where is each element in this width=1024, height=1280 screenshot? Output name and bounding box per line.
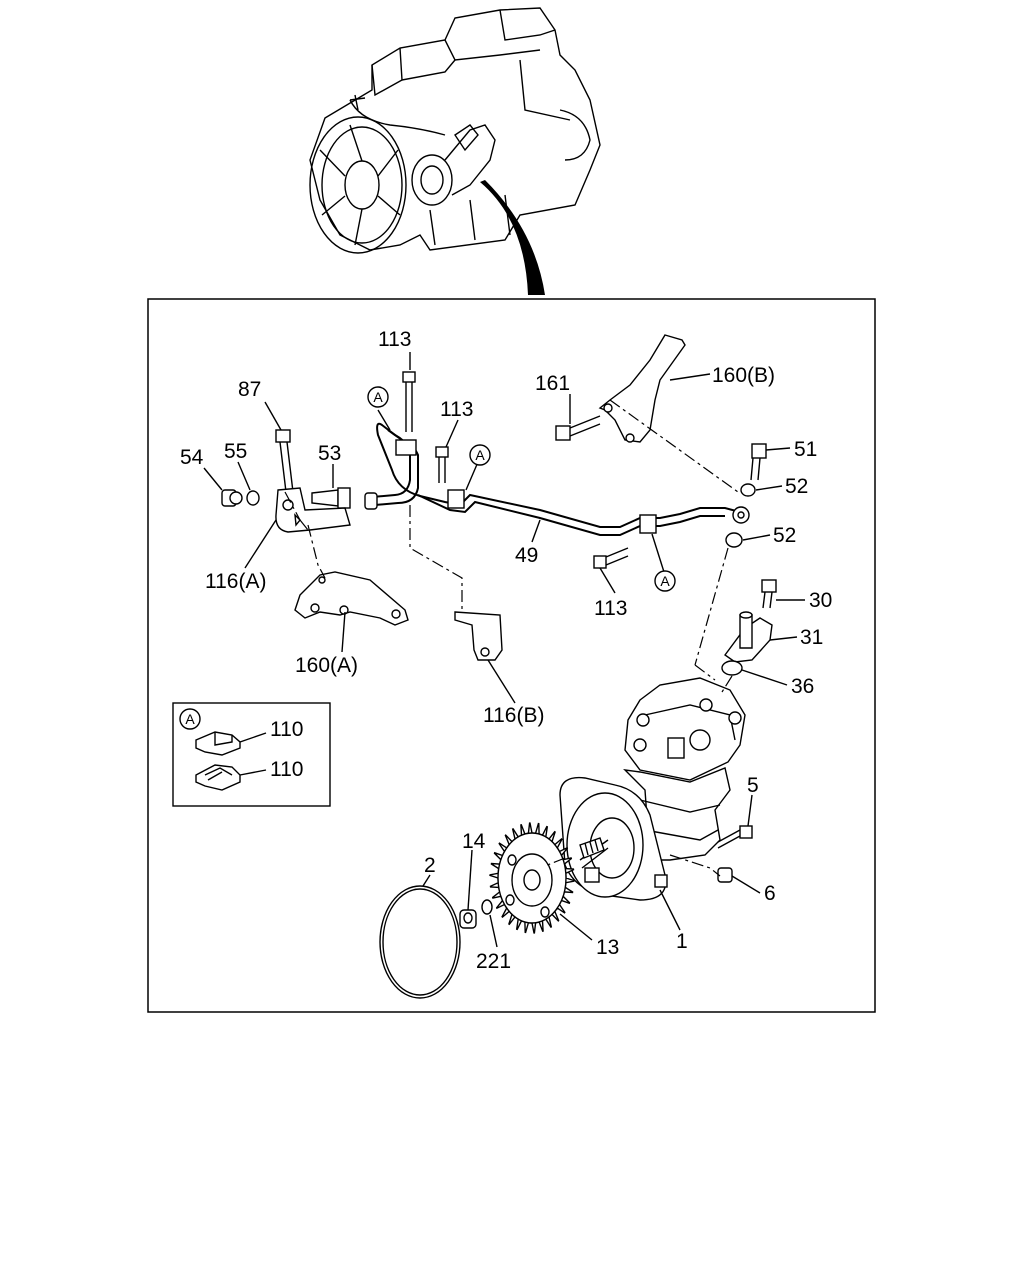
bracket-116a — [275, 487, 351, 533]
bolt-113-mid — [435, 446, 449, 483]
nut-6 — [717, 867, 733, 883]
callout-1: 1 — [676, 930, 688, 953]
nut-54 — [221, 489, 243, 507]
stud-53 — [311, 487, 351, 509]
callout-110: 110 — [270, 758, 303, 781]
callout-30: 30 — [809, 589, 832, 612]
engine-overview-illustration — [309, 7, 601, 295]
washer-55 — [246, 490, 260, 506]
callout-116a: 116(A) — [205, 570, 266, 593]
reference-mark-a: A — [179, 708, 201, 730]
dash-line — [694, 547, 729, 666]
reference-mark-a: A — [654, 570, 676, 592]
callout-13: 13 — [596, 936, 619, 959]
callout-6: 6 — [764, 882, 776, 905]
callout-36: 36 — [791, 675, 814, 698]
callout-51: 51 — [794, 438, 817, 461]
callout-52: 52 — [785, 475, 808, 498]
bolt-5 — [717, 825, 753, 849]
detail-box-a — [172, 702, 331, 807]
svg-text:A: A — [373, 389, 383, 405]
reference-mark-a: A — [469, 444, 491, 466]
dash-line — [299, 519, 309, 531]
washer-221 — [481, 899, 493, 915]
callout-5: 5 — [747, 774, 759, 797]
callout-110: 110 — [270, 718, 303, 741]
bolt-30 — [761, 579, 777, 609]
bracket-160b — [598, 334, 686, 443]
dash-line — [721, 675, 733, 693]
bolt-113-top — [402, 371, 416, 432]
leader-lines — [203, 352, 805, 948]
dash-line — [544, 857, 566, 867]
nut-14 — [459, 909, 477, 929]
tube-clamp — [639, 514, 657, 534]
dash-line — [284, 491, 301, 521]
dash-line — [669, 854, 721, 877]
reference-mark-a: A — [367, 386, 389, 408]
callout-55: 55 — [224, 440, 247, 463]
washer-52-bottom — [725, 532, 743, 548]
diagram-frame — [147, 298, 876, 1013]
bolt-113-lower — [593, 547, 629, 569]
o-ring-36 — [721, 660, 743, 676]
bolt-51 — [750, 443, 767, 481]
callout-49: 49 — [515, 544, 538, 567]
fitting-31 — [724, 611, 773, 663]
callout-87: 87 — [238, 378, 261, 401]
dash-line — [694, 664, 716, 681]
svg-text:A: A — [660, 573, 670, 589]
washer-52-top — [740, 483, 756, 497]
callout-labels: 113 87 113 161 160(B) 54 55 53 51 52 52 … — [180, 328, 832, 973]
callout-53: 53 — [318, 442, 341, 465]
tube-clamp — [447, 489, 465, 509]
callout-54: 54 — [180, 446, 204, 469]
bolt-161 — [555, 415, 601, 441]
callout-2: 2 — [424, 854, 436, 877]
callout-113: 113 — [378, 328, 411, 351]
svg-text:A: A — [185, 711, 195, 727]
bracket-116b — [454, 611, 503, 661]
callout-113: 113 — [440, 398, 473, 421]
callout-160b: 160(B) — [712, 364, 775, 387]
air-compressor-1 — [559, 677, 746, 901]
callout-113: 113 — [594, 597, 627, 620]
bolt-87 — [275, 429, 294, 493]
svg-text:A: A — [475, 447, 485, 463]
callout-31: 31 — [800, 626, 823, 649]
bracket-160a — [294, 571, 409, 626]
dash-line — [409, 505, 463, 612]
tube-clamp — [395, 439, 417, 456]
callout-116b: 116(B) — [483, 704, 544, 727]
callout-161: 161 — [535, 372, 570, 395]
callout-160a: 160(A) — [295, 654, 358, 677]
dash-line — [609, 399, 739, 493]
dash-line — [307, 524, 326, 579]
clip-110-top — [195, 731, 241, 756]
callout-221: 221 — [476, 950, 511, 973]
clip-110-bottom — [195, 764, 241, 791]
callout-14: 14 — [462, 830, 486, 853]
drive-gear-13 — [489, 822, 575, 934]
callout-52: 52 — [773, 524, 796, 547]
gasket-2 — [379, 885, 461, 999]
